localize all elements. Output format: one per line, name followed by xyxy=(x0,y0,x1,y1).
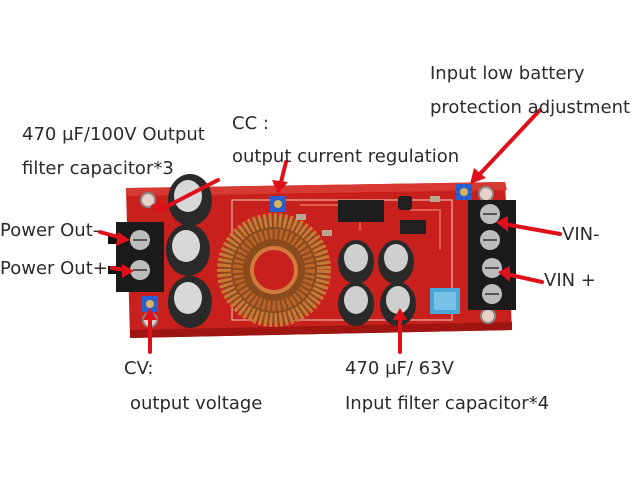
cc-label-line1: CC : xyxy=(232,113,269,134)
cv-label-line2: output voltage xyxy=(130,393,263,414)
output-terminal-block xyxy=(108,222,164,292)
input-capacitor-label-line2: Input filter capacitor*4 xyxy=(345,393,550,414)
input-low-battery-label-line1: Input low battery xyxy=(430,63,585,84)
input-capacitor-label-line1: 470 µF/ 63V xyxy=(345,358,454,379)
power-out-plus-label: Power Out+ xyxy=(0,258,108,279)
output-capacitor-label-line2: filter capacitor*3 xyxy=(22,158,174,179)
toroid-inductor xyxy=(217,213,331,327)
arrow-vin-plus xyxy=(504,272,544,284)
arrow-output-capacitor xyxy=(158,178,220,212)
output-capacitor-label-line1: 470 µF/100V Output xyxy=(22,124,205,145)
power-out-minus-label: Power Out- xyxy=(0,220,100,241)
cc-label-line2: output current regulation xyxy=(232,146,460,167)
cv-label-line1: CV: xyxy=(124,358,154,379)
vin-minus-label: VIN- xyxy=(562,224,600,245)
arrow-input-low-battery xyxy=(476,108,542,178)
arrow-heads xyxy=(116,168,510,320)
input-terminal-block xyxy=(468,200,516,310)
annotation-arrows xyxy=(98,108,562,354)
vin-plus-label: VIN + xyxy=(544,270,596,291)
arrow-vin-minus xyxy=(502,222,562,236)
input-capacitors xyxy=(338,240,416,326)
trimmer-potentiometers xyxy=(142,184,472,312)
control-ics xyxy=(296,196,460,314)
input-low-battery-label-line2: protection adjustment xyxy=(430,97,631,118)
